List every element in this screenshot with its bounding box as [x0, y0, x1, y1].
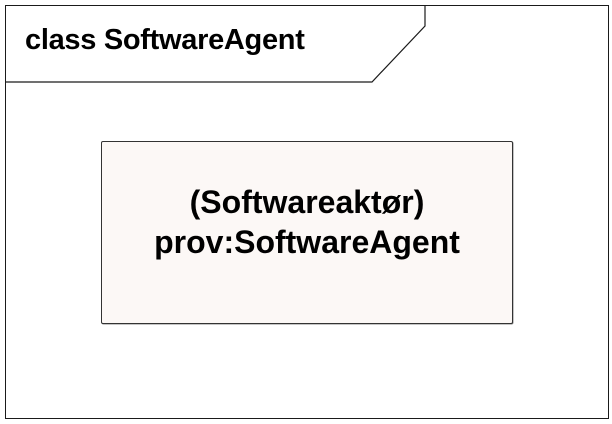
class-element-label: (Softwareaktør) prov:SoftwareAgent	[102, 182, 512, 262]
class-alias-text: (Softwareaktør)	[189, 184, 425, 220]
class-element[interactable]: (Softwareaktør) prov:SoftwareAgent	[101, 141, 513, 324]
frame-title-tab-outline	[6, 6, 426, 83]
class-name-text: prov:SoftwareAgent	[154, 224, 460, 260]
frame-title-tab: class SoftwareAgent	[6, 6, 430, 83]
frame-title: class SoftwareAgent	[25, 24, 305, 56]
diagram-frame: class SoftwareAgent (Softwareaktør) prov…	[5, 5, 609, 419]
